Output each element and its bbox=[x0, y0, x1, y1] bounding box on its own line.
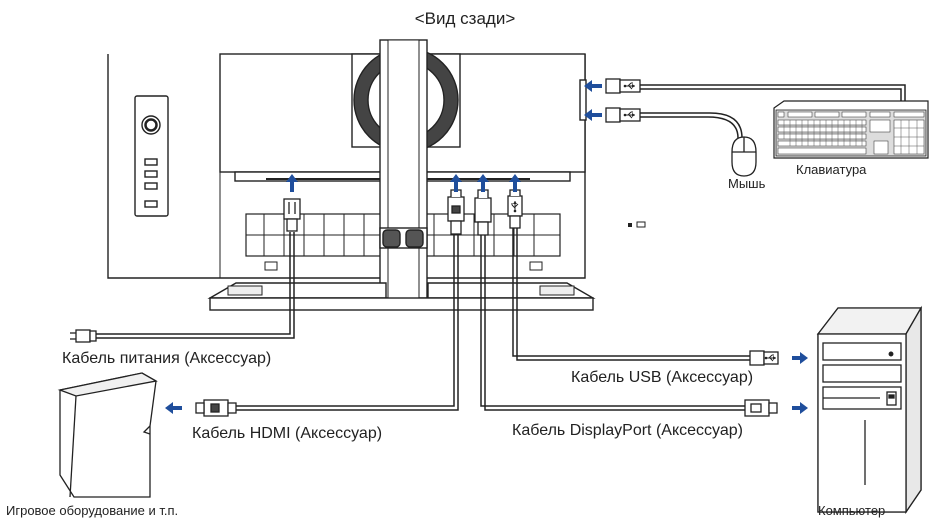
mouse-label: Мышь bbox=[728, 176, 766, 191]
computer-icon bbox=[816, 305, 923, 515]
hdmi-cable-label: Кабель HDMI (Аксессуар) bbox=[192, 425, 383, 442]
game-equipment-icon bbox=[57, 372, 158, 498]
power-cable-label: Кабель питания (Аксессуар) bbox=[62, 350, 272, 367]
cables bbox=[92, 84, 906, 411]
diagram-title: <Вид сзади> bbox=[414, 9, 516, 28]
mouse-icon bbox=[731, 136, 757, 177]
usb-cable-label: Кабель USB (Аксессуар) bbox=[571, 369, 754, 386]
keyboard-icon bbox=[773, 100, 929, 159]
displayport-cable-label: Кабель DisplayPort (Аксессуар) bbox=[512, 422, 743, 439]
keyboard-label: Клавиатура bbox=[796, 162, 867, 177]
computer-label: Компьютер bbox=[818, 503, 886, 518]
game-equipment-label: Игровое оборудование и т.п. bbox=[6, 503, 179, 518]
stand bbox=[207, 39, 596, 311]
plugs bbox=[70, 78, 779, 417]
arrow-icon bbox=[165, 80, 808, 414]
